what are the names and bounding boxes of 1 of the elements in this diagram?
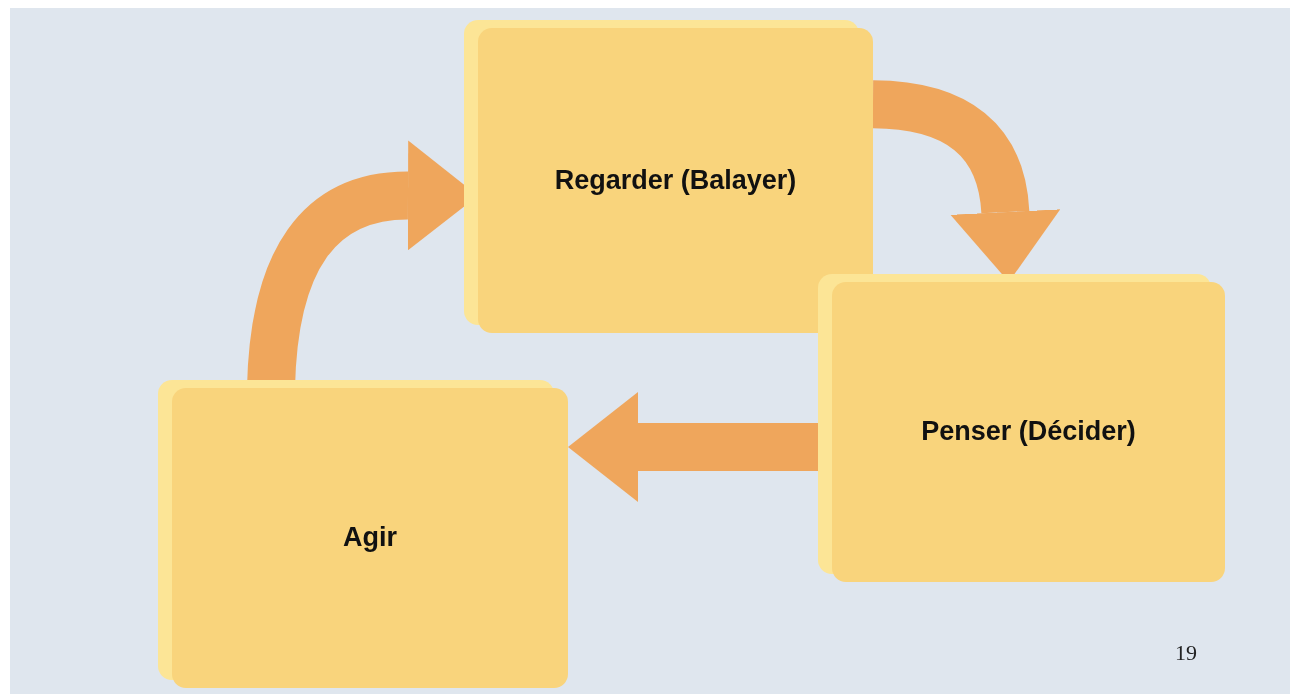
page-number: 19 (1175, 640, 1197, 666)
